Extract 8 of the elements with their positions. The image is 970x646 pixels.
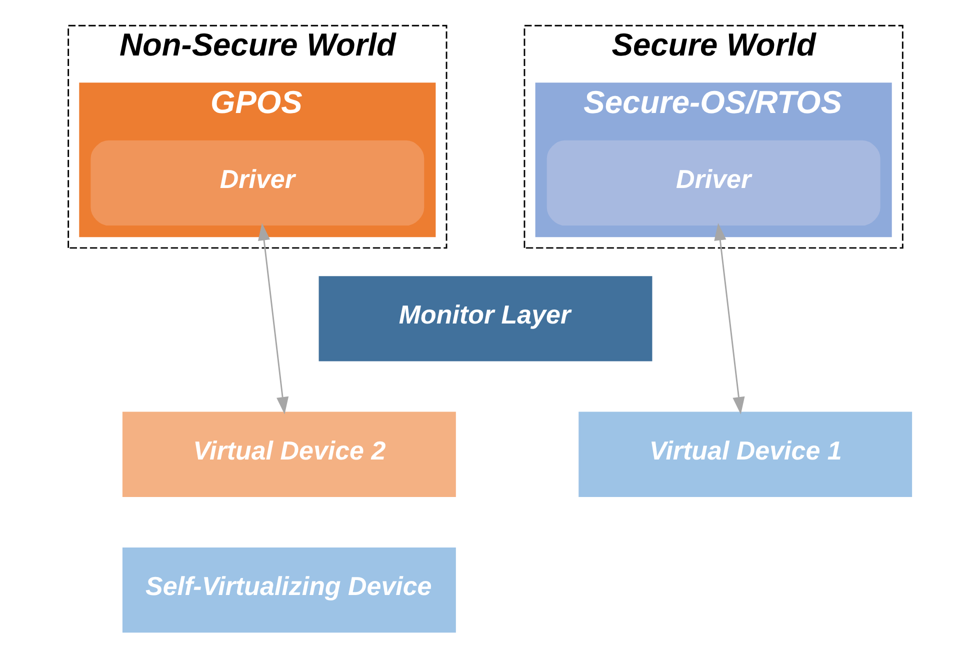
node-box: Driver bbox=[90, 140, 424, 226]
node-box: Virtual Device 1 bbox=[578, 412, 912, 497]
node-box: Driver bbox=[546, 140, 880, 226]
node-box: Virtual Device 2 bbox=[122, 412, 456, 497]
arrow bbox=[258, 223, 288, 414]
node-box: Monitor Layer bbox=[318, 276, 652, 362]
arrow bbox=[714, 223, 744, 414]
node-box: Self-Virtualizing Device bbox=[122, 547, 456, 633]
